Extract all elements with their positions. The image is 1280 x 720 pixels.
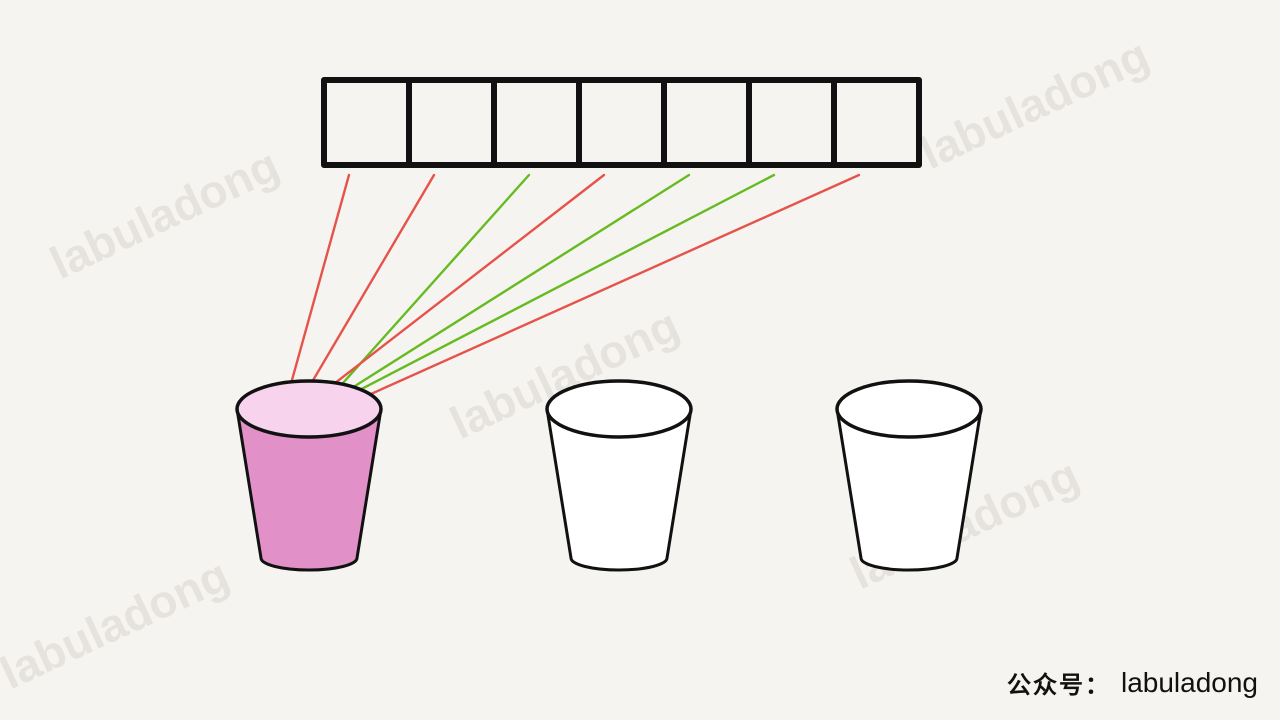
mapping-line-red xyxy=(300,173,436,401)
array-cell xyxy=(576,77,667,168)
bucket-3 xyxy=(835,379,983,572)
watermark: labuladong xyxy=(0,548,237,699)
footer-label: 公众号： xyxy=(1006,670,1111,699)
footer: 公众号： labuladong xyxy=(1007,665,1258,700)
array xyxy=(321,77,922,168)
array-cell xyxy=(661,77,752,168)
bucket-rim xyxy=(835,379,983,439)
mapping-line-red xyxy=(285,173,351,400)
mapping-line-red xyxy=(315,173,606,399)
footer-handle: labuladong xyxy=(1120,666,1258,698)
bucket-2 xyxy=(545,379,693,572)
watermark: labuladong xyxy=(42,138,286,289)
mapping-line-green xyxy=(334,173,691,400)
mapping-lines xyxy=(285,173,861,404)
bucket-rim xyxy=(235,379,383,439)
bucket-1 xyxy=(235,379,383,572)
array-cell xyxy=(321,77,412,168)
bucket-rim xyxy=(545,379,693,439)
array-cell xyxy=(746,77,837,168)
mapping-line-red xyxy=(360,173,861,400)
buckets xyxy=(235,379,983,572)
mapping-line-green xyxy=(346,173,776,398)
array-cell xyxy=(406,77,497,168)
array-cell xyxy=(491,77,582,168)
array-cell xyxy=(831,77,922,168)
watermark: labuladong xyxy=(912,28,1156,179)
